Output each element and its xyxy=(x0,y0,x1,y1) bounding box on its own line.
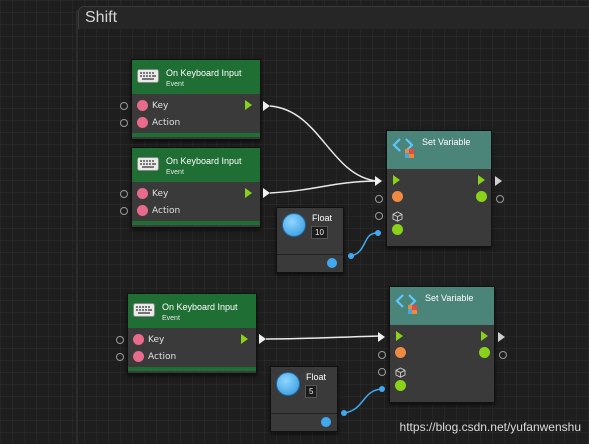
flow-wire-3 xyxy=(265,335,381,340)
port-label-action: Action xyxy=(152,206,181,216)
node-title: On Keyboard Input xyxy=(166,68,242,78)
float-output-port[interactable] xyxy=(321,417,331,427)
cube-input-connector[interactable] xyxy=(378,368,386,376)
float-output-port[interactable] xyxy=(327,258,337,268)
action-input-connector[interactable] xyxy=(120,207,128,215)
event-node-2[interactable]: On Keyboard Input Event Key Action xyxy=(131,147,261,228)
key-input-connector[interactable] xyxy=(120,102,128,110)
set-variable-icon xyxy=(392,136,418,165)
cube-icon[interactable] xyxy=(392,207,403,226)
value-wire-1 xyxy=(350,232,379,257)
float-circle-icon xyxy=(276,372,300,396)
flow-in-connector[interactable] xyxy=(375,176,382,186)
action-port[interactable] xyxy=(137,117,148,128)
output-connector[interactable] xyxy=(499,351,507,359)
flow-in-port[interactable] xyxy=(396,331,403,341)
port-label-action: Action xyxy=(152,118,181,128)
node-title: Float xyxy=(312,213,333,223)
set-variable-node-1[interactable]: Set Variable xyxy=(386,130,492,247)
node-title: Set Variable xyxy=(425,293,474,303)
node-subtitle: Event xyxy=(166,81,184,88)
keyboard-icon xyxy=(137,69,159,88)
object-input-connector[interactable] xyxy=(378,351,386,359)
keyboard-icon xyxy=(133,303,155,322)
float-value-field[interactable]: 10 xyxy=(311,226,328,239)
node-title: On Keyboard Input xyxy=(166,156,242,166)
event-node-1[interactable]: On Keyboard Input Event Key Action xyxy=(131,59,261,140)
flow-in-port[interactable] xyxy=(393,175,400,185)
group-border xyxy=(76,10,78,444)
flow-wire-1 xyxy=(269,105,377,182)
port-label-key: Key xyxy=(152,189,169,199)
node-subtitle: Event xyxy=(166,169,184,176)
action-input-connector[interactable] xyxy=(116,353,124,361)
flow-in-connector[interactable] xyxy=(378,332,385,342)
object-input-connector[interactable] xyxy=(375,195,383,203)
event-node-header[interactable]: On Keyboard Input Event xyxy=(132,60,260,94)
float-value-field[interactable]: 5 xyxy=(305,385,318,398)
output-port[interactable] xyxy=(479,347,490,358)
flow-out-connector[interactable] xyxy=(259,334,266,344)
action-input-connector[interactable] xyxy=(120,119,128,127)
object-port[interactable] xyxy=(395,347,406,358)
set-variable-header[interactable]: Set Variable xyxy=(387,131,491,169)
flow-out-port[interactable] xyxy=(241,334,248,344)
flow-out-port[interactable] xyxy=(481,331,488,341)
watermark: https://blog.csdn.net/yufanwenshu xyxy=(399,420,581,434)
node-footer xyxy=(132,133,260,137)
flow-wire-2 xyxy=(269,180,377,194)
cube-icon[interactable] xyxy=(395,363,406,382)
event-node-header[interactable]: On Keyboard Input Event xyxy=(128,294,256,328)
float-node-header[interactable]: Float 10 xyxy=(277,208,343,255)
key-input-connector[interactable] xyxy=(120,190,128,198)
keyboard-icon xyxy=(137,157,159,176)
node-title: Float xyxy=(306,372,327,382)
set-variable-node-2[interactable]: Set Variable xyxy=(389,286,495,403)
set-variable-header[interactable]: Set Variable xyxy=(390,287,494,325)
float-node-2[interactable]: Float 5 xyxy=(270,366,338,432)
flow-out-connector[interactable] xyxy=(498,332,505,342)
event-node-header[interactable]: On Keyboard Input Event xyxy=(132,148,260,182)
port-label-key: Key xyxy=(152,101,169,111)
action-port[interactable] xyxy=(133,351,144,362)
value-port[interactable] xyxy=(392,224,403,235)
value-port[interactable] xyxy=(395,380,406,391)
node-title: On Keyboard Input xyxy=(162,302,238,312)
flow-out-port[interactable] xyxy=(245,188,252,198)
key-port[interactable] xyxy=(137,188,148,199)
flow-out-connector[interactable] xyxy=(263,101,270,111)
key-input-connector[interactable] xyxy=(116,336,124,344)
flow-out-connector[interactable] xyxy=(263,188,270,198)
object-port[interactable] xyxy=(392,191,403,202)
key-port[interactable] xyxy=(133,334,144,345)
node-footer xyxy=(132,221,260,225)
action-port[interactable] xyxy=(137,205,148,216)
port-label-action: Action xyxy=(148,352,177,362)
output-port[interactable] xyxy=(476,191,487,202)
flow-out-port[interactable] xyxy=(478,175,485,185)
value-wire-2 xyxy=(343,388,383,414)
flow-out-connector[interactable] xyxy=(495,176,502,186)
cube-input-connector[interactable] xyxy=(375,212,383,220)
key-port[interactable] xyxy=(137,100,148,111)
float-circle-icon xyxy=(282,213,306,237)
flow-out-port[interactable] xyxy=(245,100,252,110)
node-title: Set Variable xyxy=(422,137,471,147)
event-node-3[interactable]: On Keyboard Input Event Key Action xyxy=(127,293,257,374)
set-variable-icon xyxy=(395,292,421,321)
node-subtitle: Event xyxy=(162,315,180,322)
output-connector[interactable] xyxy=(496,195,504,203)
port-label-key: Key xyxy=(148,335,165,345)
float-node-1[interactable]: Float 10 xyxy=(276,207,344,273)
float-node-header[interactable]: Float 5 xyxy=(271,367,337,414)
node-footer xyxy=(128,367,256,371)
group-title[interactable]: Shift xyxy=(78,6,589,29)
